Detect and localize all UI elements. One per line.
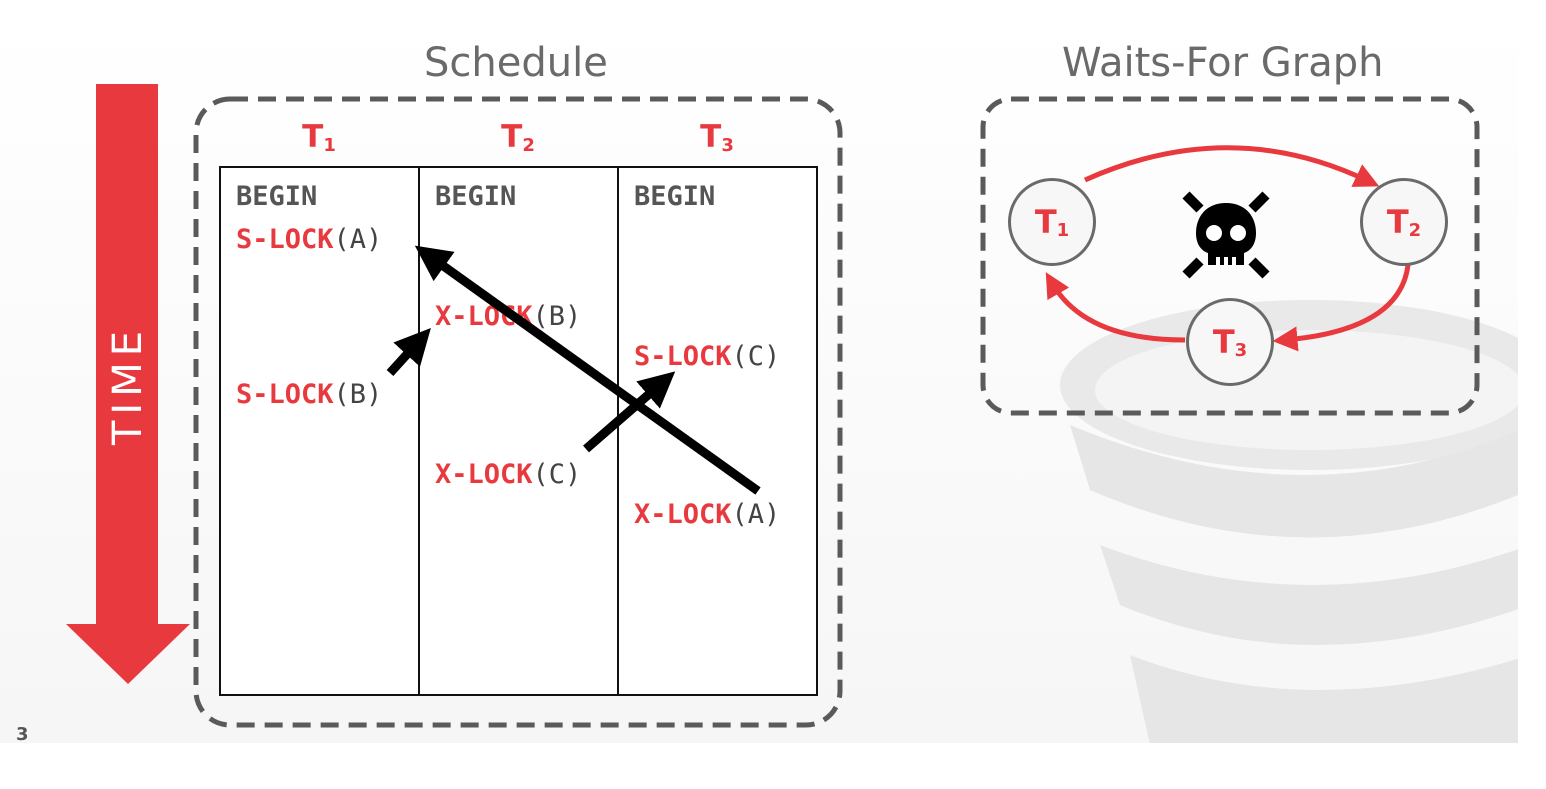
t1-op-s-lock-a: S-LOCK(A): [236, 224, 383, 255]
t3-op-s-lock-c: S-LOCK(C): [634, 341, 781, 372]
column-header-t3: T3: [700, 119, 734, 156]
t2-begin: BEGIN: [435, 181, 517, 212]
waits-for-graph-title: Waits-For Graph: [1062, 40, 1384, 86]
t2-op-x-lock-c: X-LOCK(C): [435, 459, 582, 490]
schedule-wait-arrows: [386, 245, 761, 495]
schedule-table: [219, 166, 818, 696]
slide: Schedule Waits-For Graph TIME T1 T2 T3 B…: [0, 15, 1518, 743]
schedule-title: Schedule: [424, 40, 608, 86]
time-arrow: [66, 84, 190, 684]
t3-op-x-lock-a: X-LOCK(A): [634, 499, 781, 530]
page-number: 3: [16, 724, 29, 745]
edge-t3-to-t1: [1045, 272, 1186, 343]
arrow-t2-waits-t3: [583, 371, 676, 453]
edge-t2-to-t3: [1272, 264, 1411, 352]
waits-for-edges: [1045, 145, 1411, 352]
column-header-t1: T1: [302, 119, 336, 156]
t1-op-s-lock-b: S-LOCK(B): [236, 379, 383, 410]
t1-begin: BEGIN: [236, 181, 318, 212]
t3-begin: BEGIN: [634, 181, 716, 212]
arrow-t1-waits-t2: [386, 328, 431, 377]
skull-crossbones-icon: [1182, 191, 1270, 279]
arrow-t3-waits-t1: [414, 245, 761, 495]
schedule-frame: [193, 96, 843, 728]
column-header-t2: T2: [501, 119, 535, 156]
edge-t1-to-t2: [1083, 145, 1380, 187]
